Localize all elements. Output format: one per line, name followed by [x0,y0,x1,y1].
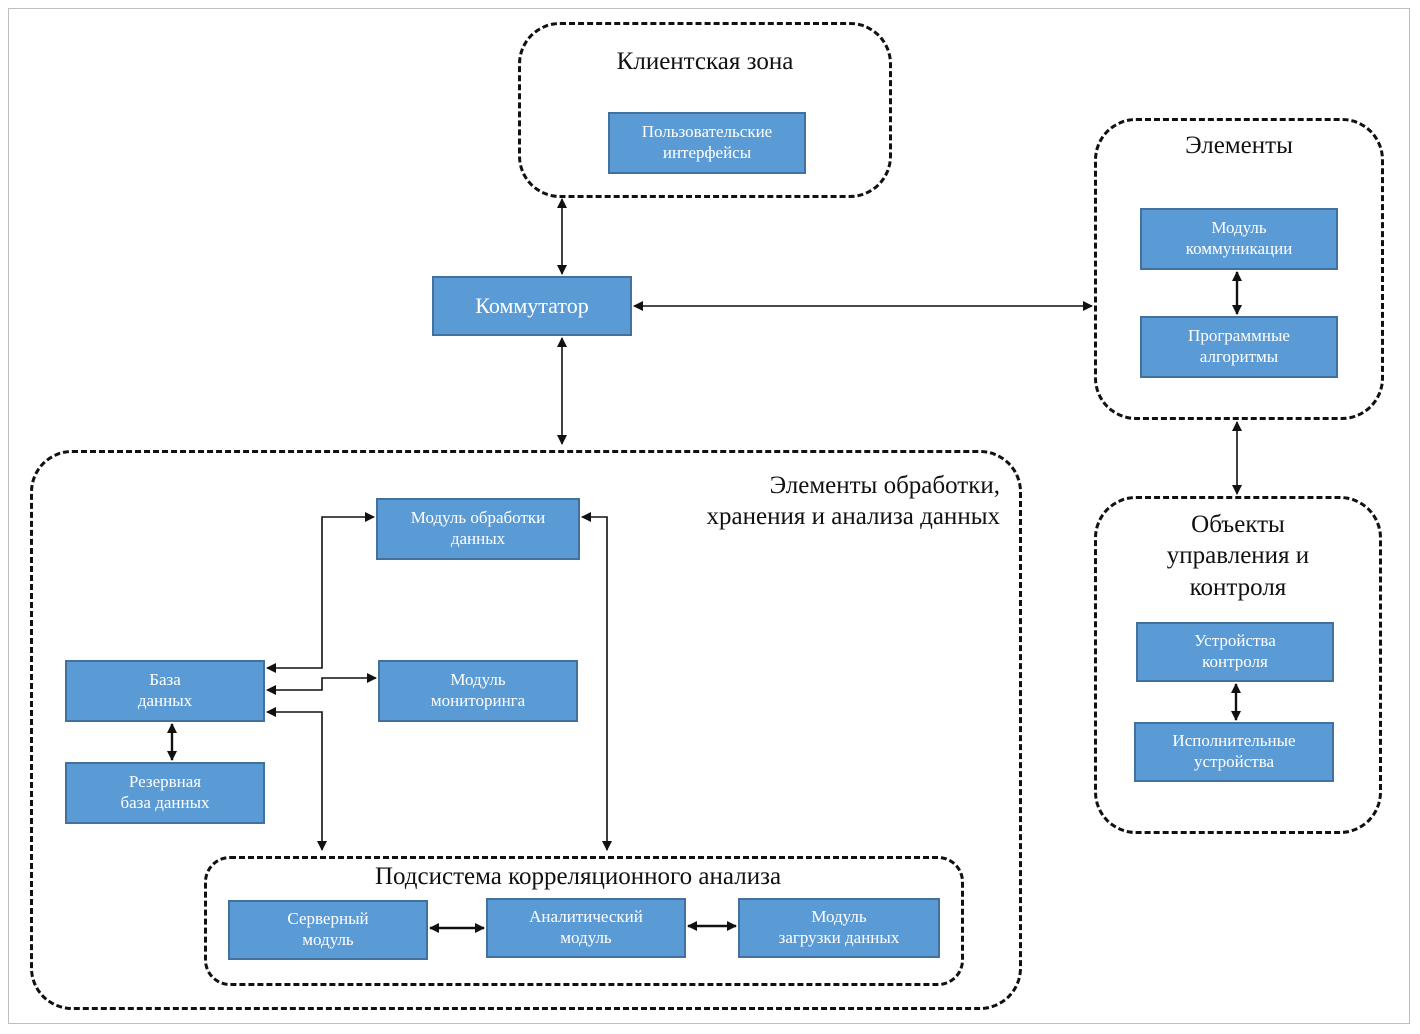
processing-zone [30,450,1022,1010]
monitoring-module-box: Модуль мониторинга [378,660,578,722]
link-database-correlation [266,707,327,851]
user-interfaces-box: Пользовательские интерфейсы [608,112,806,174]
objects-zone-title: Объекты управления и контроля [1166,511,1310,601]
server-module-box: Серверный модуль [228,900,428,960]
control-devices-box: Устройства контроля [1136,622,1334,682]
actuators-box: Исполнительные устройства [1134,722,1334,782]
processing-zone-title: Элементы обработки, хранения и анализа д… [706,472,1000,531]
link-database-processing [266,512,375,673]
objects-zone [1094,496,1382,834]
switch-box: Коммутатор [432,276,632,336]
elements-zone [1094,118,1384,420]
communication-module-box: Модуль коммуникации [1140,208,1338,270]
client-zone-title: Клиентская зона [616,48,794,75]
client-zone [518,22,892,198]
correlation-subsystem-title: Подсистема корреляционного анализа [374,863,782,890]
diagram-frame [8,8,1410,1024]
data-loading-module-box: Модуль загрузки данных [738,898,940,958]
database-box: База данных [65,660,265,722]
elements-zone-title: Элементы [1185,132,1293,159]
analytic-module-box: Аналитический модуль [486,898,686,958]
software-algorithms-box: Программные алгоритмы [1140,316,1338,378]
data-processing-module-box: Модуль обработки данных [376,498,580,560]
backup-database-box: Резервная база данных [65,762,265,824]
link-database-monitoring [266,673,377,695]
correlation-subsystem-zone [204,856,964,986]
link-processing-correlation [581,512,612,851]
